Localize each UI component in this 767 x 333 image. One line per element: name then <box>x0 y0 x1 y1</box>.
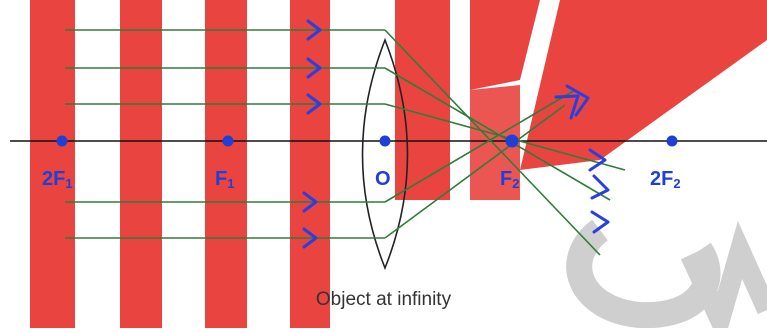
arrow-head-icon <box>590 210 610 234</box>
watermark-bar <box>120 0 162 328</box>
watermark-bar <box>290 0 330 328</box>
arrow-head-icon <box>588 148 607 172</box>
label-2f2-sub: 2 <box>673 176 681 191</box>
watermark-shape <box>470 0 540 90</box>
diagram-caption: Object at infinity <box>315 289 452 310</box>
refracted-arrows <box>554 84 610 234</box>
label-f1-main: F <box>215 168 228 190</box>
arrow-head-icon <box>554 94 580 120</box>
chevron-right-icon <box>306 93 322 115</box>
chevron-right-icon <box>306 19 322 41</box>
refracted-rays <box>384 29 626 256</box>
label-optical-center-main: O <box>375 168 391 190</box>
point-f1 <box>222 135 234 147</box>
watermark-bar <box>30 0 75 328</box>
label-f2-sub: 2 <box>512 176 520 191</box>
point-f2 <box>505 134 519 148</box>
chevron-right-icon <box>302 191 318 213</box>
point-optical-center <box>379 135 391 147</box>
arrow-head-icon <box>565 84 590 117</box>
watermark <box>30 0 767 333</box>
refracted-ray <box>384 89 576 203</box>
label-f2-main: F <box>500 168 513 190</box>
label-2f1: 2F1 <box>42 168 73 191</box>
label-2f2: 2F2 <box>650 168 681 191</box>
axis-points <box>56 134 678 148</box>
label-f2: F2 <box>500 168 519 191</box>
convex-lens <box>361 37 409 271</box>
point-2f2 <box>666 135 678 147</box>
label-optical-center: O <box>375 168 391 191</box>
refracted-ray <box>384 103 626 171</box>
label-2f2-main: 2F <box>650 168 674 190</box>
chevron-right-icon <box>302 227 318 249</box>
label-2f1-sub: 1 <box>65 176 73 191</box>
watermark-shape <box>520 0 767 170</box>
point-2f1 <box>56 135 68 147</box>
watermark-swirl <box>680 220 767 333</box>
label-f1: F1 <box>215 168 234 191</box>
incident-arrows <box>302 19 322 249</box>
label-2f1-main: 2F <box>42 168 66 190</box>
watermark-bar <box>205 0 247 328</box>
watermark-bar <box>395 0 450 200</box>
chevron-right-icon <box>306 57 322 79</box>
refracted-ray <box>384 67 611 201</box>
refracted-ray <box>384 29 601 256</box>
incident-rays <box>65 29 385 239</box>
refracted-ray <box>384 104 566 239</box>
watermark-shape <box>470 85 520 200</box>
arrow-head-icon <box>590 174 610 200</box>
label-f1-sub: 1 <box>227 176 235 191</box>
